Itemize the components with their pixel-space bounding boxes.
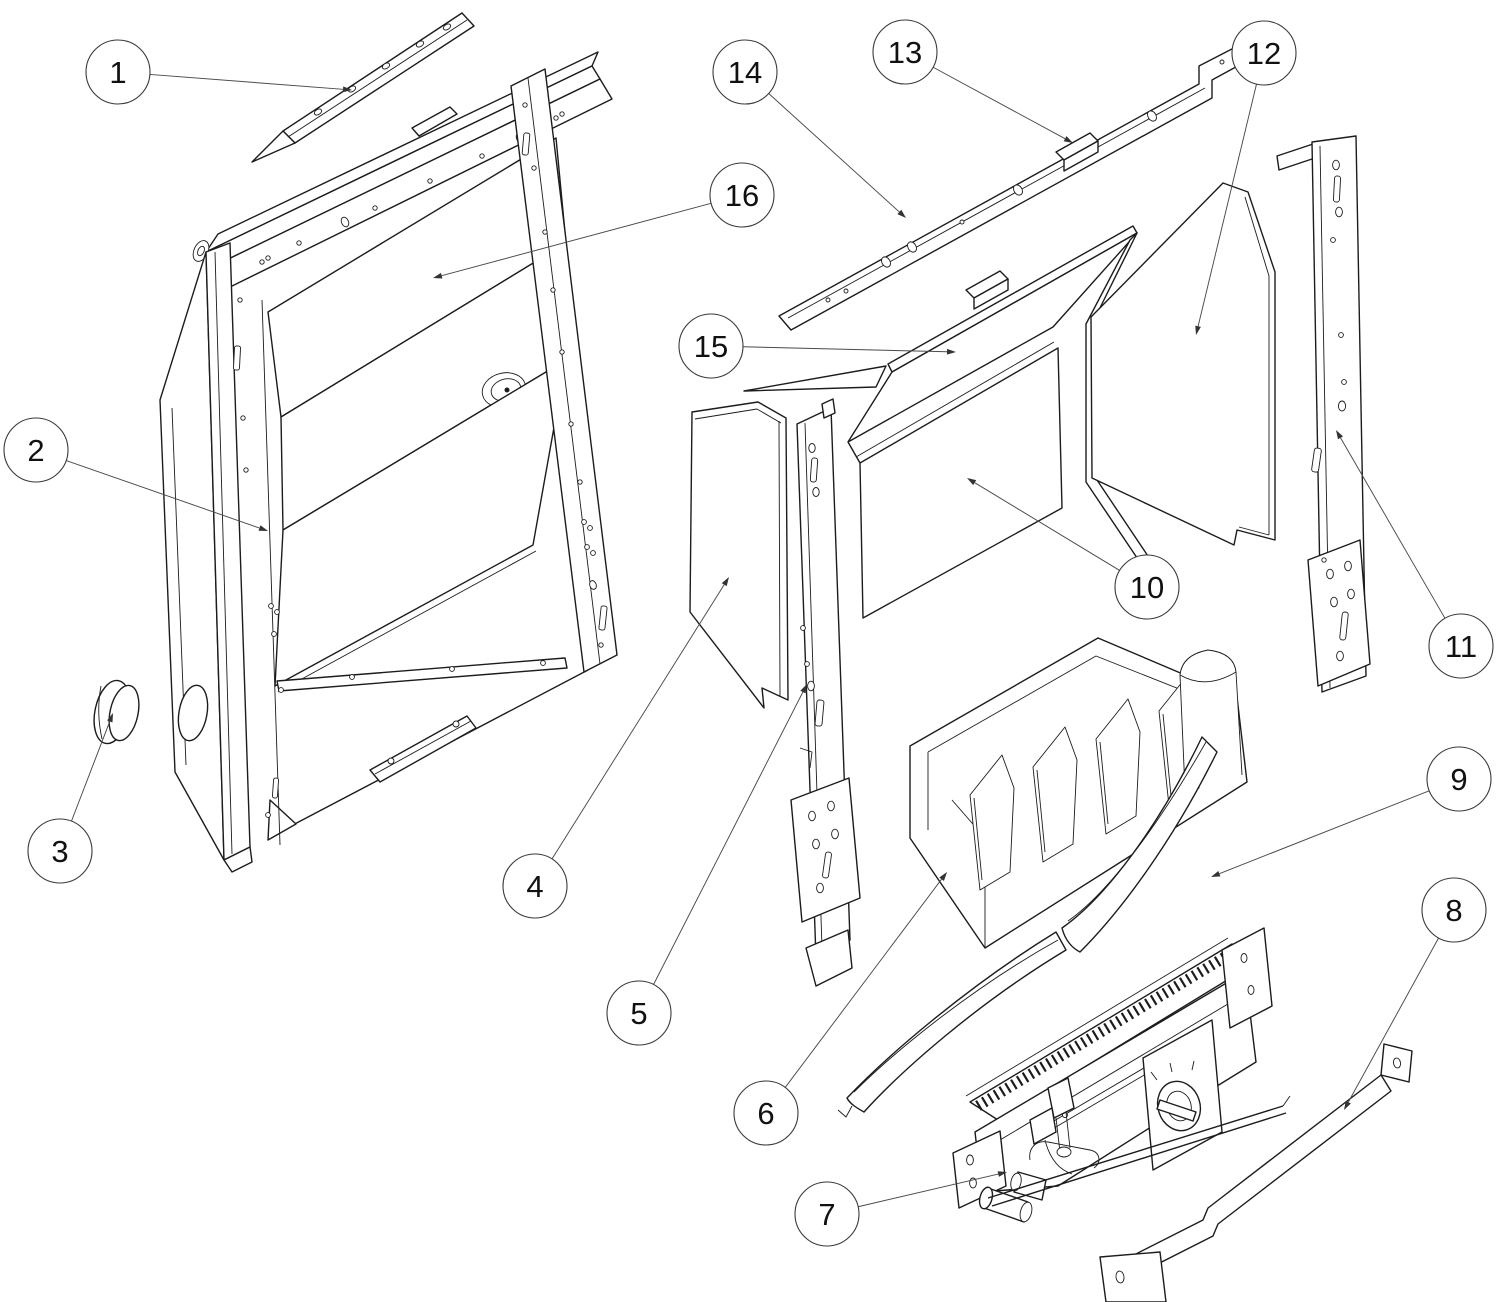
callout-balloon-15 bbox=[678, 313, 744, 379]
rail-clips bbox=[965, 132, 1099, 310]
callout-number-4: 4 bbox=[526, 869, 543, 904]
callout-balloon-12 bbox=[1231, 20, 1297, 86]
callout-number-13: 13 bbox=[888, 35, 922, 70]
leader-line-16 bbox=[441, 202, 712, 277]
leader-arrow-15 bbox=[946, 348, 956, 355]
side-bracket-5 bbox=[790, 398, 861, 987]
callout-number-1: 1 bbox=[109, 55, 126, 90]
callout-balloon-6 bbox=[733, 1080, 799, 1146]
callout-balloon-2 bbox=[3, 417, 69, 483]
log-baffle-assembly-6 bbox=[909, 637, 1248, 949]
leader-line-8 bbox=[1347, 937, 1439, 1103]
leader-line-4 bbox=[551, 584, 725, 860]
callout-balloon-16 bbox=[709, 162, 775, 228]
leader-line-14 bbox=[768, 93, 900, 213]
leader-arrow-14 bbox=[897, 209, 906, 218]
callout-number-16: 16 bbox=[725, 178, 759, 213]
leader-line-13 bbox=[932, 66, 1066, 140]
leader-arrow-4 bbox=[721, 577, 729, 587]
callout-balloon-9 bbox=[1426, 746, 1492, 812]
knockout-cap-3 bbox=[93, 679, 140, 745]
leader-arrow-7 bbox=[997, 1171, 1007, 1177]
leader-line-9 bbox=[1219, 790, 1430, 875]
callout-balloon-14 bbox=[712, 39, 778, 105]
leader-line-7 bbox=[858, 1173, 999, 1208]
callout-number-11: 11 bbox=[1445, 629, 1477, 664]
front-trim-9 bbox=[837, 736, 1218, 1118]
side-panel-4 bbox=[689, 401, 789, 709]
callout-balloon-1 bbox=[85, 39, 151, 105]
callout-number-10: 10 bbox=[1130, 570, 1164, 605]
callout-balloon-11 bbox=[1428, 613, 1494, 679]
leader-arrow-8 bbox=[1344, 1100, 1351, 1110]
callout-balloon-7 bbox=[794, 1181, 860, 1247]
leader-arrow-5 bbox=[800, 684, 807, 694]
leader-line-1 bbox=[149, 73, 344, 90]
leader-arrow-16 bbox=[433, 272, 443, 279]
leader-line-11 bbox=[1340, 437, 1446, 619]
leader-arrow-1 bbox=[342, 86, 352, 93]
callout-number-14: 14 bbox=[728, 55, 762, 90]
callout-number-7: 7 bbox=[818, 1197, 835, 1232]
callout-balloon-8 bbox=[1421, 877, 1487, 943]
leader-line-6 bbox=[784, 878, 942, 1088]
callout-balloon-13 bbox=[872, 19, 938, 85]
leader-line-3 bbox=[71, 721, 111, 822]
callout-balloon-5 bbox=[606, 980, 672, 1046]
callout-number-8: 8 bbox=[1445, 893, 1462, 928]
callout-balloon-4 bbox=[502, 853, 568, 919]
callout-number-2: 2 bbox=[27, 433, 44, 468]
leader-line-12 bbox=[1197, 83, 1257, 327]
callout-number-5: 5 bbox=[630, 996, 647, 1031]
firebox-shell bbox=[159, 51, 618, 873]
burner-assembly-7 bbox=[952, 927, 1291, 1223]
flue-baffle-strip bbox=[251, 12, 475, 163]
leader-arrow-3 bbox=[107, 713, 113, 723]
leader-line-15 bbox=[742, 346, 948, 353]
rear-panel-10 bbox=[847, 341, 1063, 619]
leader-arrow-6 bbox=[939, 872, 947, 881]
leader-line-5 bbox=[653, 691, 804, 985]
callout-number-6: 6 bbox=[757, 1096, 774, 1131]
leader-arrow-2 bbox=[258, 525, 268, 531]
side-panel-12 bbox=[1090, 182, 1276, 546]
callout-number-3: 3 bbox=[51, 834, 68, 869]
side-bracket-11 bbox=[1276, 135, 1371, 693]
callout-number-15: 15 bbox=[694, 329, 728, 364]
callout-number-9: 9 bbox=[1450, 762, 1467, 797]
leader-line-2 bbox=[66, 460, 260, 529]
leader-line-10 bbox=[974, 482, 1120, 571]
leader-arrow-12 bbox=[1195, 325, 1201, 335]
callout-balloon-3 bbox=[27, 818, 93, 884]
floor-panel-2 bbox=[274, 359, 567, 687]
leader-arrow-9 bbox=[1211, 870, 1221, 877]
callout-number-12: 12 bbox=[1247, 36, 1281, 71]
callout-balloon-10 bbox=[1114, 554, 1180, 620]
leader-arrow-13 bbox=[1063, 136, 1073, 143]
leader-arrow-11 bbox=[1336, 430, 1344, 440]
bottom-bracket-8 bbox=[1099, 1043, 1413, 1302]
leader-arrow-10 bbox=[967, 478, 977, 486]
